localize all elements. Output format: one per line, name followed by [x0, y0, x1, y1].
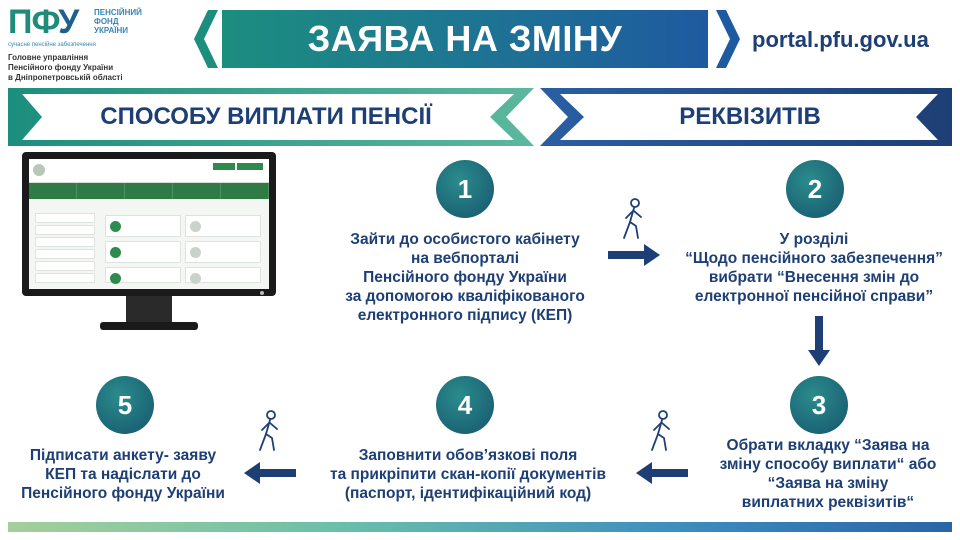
step-1-text: Зайти до особистого кабінету на вебпорта… — [345, 231, 585, 324]
screen-card — [185, 267, 261, 284]
step-1-number: 1 — [436, 160, 494, 218]
step-3-number: 3 — [790, 376, 848, 434]
title-right-chevron-icon — [716, 10, 740, 68]
screen-card — [185, 215, 261, 237]
title-left-chevron-icon — [194, 10, 218, 68]
ribbon-left-shape — [8, 88, 534, 146]
screen-header — [29, 159, 269, 183]
ribbon-right-text: РЕКВІЗИТІВ — [679, 103, 821, 130]
screen-card — [105, 267, 181, 284]
screen-card — [185, 241, 261, 263]
arrow-left-icon — [636, 462, 688, 484]
step-4-number: 4 — [436, 376, 494, 434]
walking-person-icon — [651, 410, 670, 451]
monitor-stand — [126, 296, 172, 324]
ribbon-left-text: СПОСОБУ ВИПЛАТИ ПЕНСІЇ — [100, 103, 432, 130]
ribbon-payment-method: СПОСОБУ ВИПЛАТИ ПЕНСІЇ — [8, 88, 534, 146]
screen-sidebar — [35, 213, 95, 285]
step-2-number: 2 — [786, 160, 844, 218]
step-5-number: 5 — [96, 376, 154, 434]
arrow-right-icon — [608, 244, 660, 266]
step-2-text: У розділі “Щодо пенсійного забезпечення”… — [685, 231, 943, 305]
portal-url: portal.pfu.gov.ua — [752, 27, 929, 52]
step-5-text: Підписати анкету- заяву КЕП та надіслати… — [21, 447, 225, 502]
monitor-screen — [29, 159, 269, 289]
screen-button — [237, 163, 263, 170]
page-title: ЗАЯВА НА ЗМІНУ — [307, 18, 623, 59]
logo-slogan: сучасне пенсійне забезпечення — [8, 42, 96, 48]
monitor-icon — [22, 152, 276, 342]
logo-mark: ПФУ — [8, 3, 79, 41]
screen-card — [105, 241, 181, 263]
logo-organization: Головне управління Пенсійного фонду Укра… — [8, 53, 123, 82]
screen-card — [105, 215, 181, 237]
arrow-down-icon — [808, 316, 830, 366]
pfu-logo: ПФУ ПЕНСІЙНИЙ ФОНД УКРАЇНИ сучасне пенсі… — [8, 4, 198, 84]
logo-fund-name: ПЕНСІЙНИЙ ФОНД УКРАЇНИ — [94, 8, 142, 35]
ribbon-right-shape — [540, 88, 952, 146]
screen-logo-icon — [33, 164, 45, 176]
page-title-bar: ЗАЯВА НА ЗМІНУ — [222, 10, 708, 68]
screen-button — [213, 163, 235, 170]
walking-person-icon — [259, 410, 278, 451]
arrow-left-icon — [244, 462, 296, 484]
step-4-text: Заповнити обов’язкові поля та прикріпити… — [330, 447, 606, 502]
walking-person-icon — [623, 198, 642, 239]
step-3-text: Обрати вкладку “Заява на зміну способу в… — [719, 437, 937, 511]
screen-body — [35, 205, 263, 285]
monitor-base — [100, 322, 198, 330]
power-indicator — [260, 291, 264, 295]
screen-nav — [29, 183, 269, 199]
bottom-stripe — [8, 522, 952, 532]
ribbon-requisites: РЕКВІЗИТІВ — [540, 88, 952, 146]
monitor-frame — [22, 152, 276, 296]
